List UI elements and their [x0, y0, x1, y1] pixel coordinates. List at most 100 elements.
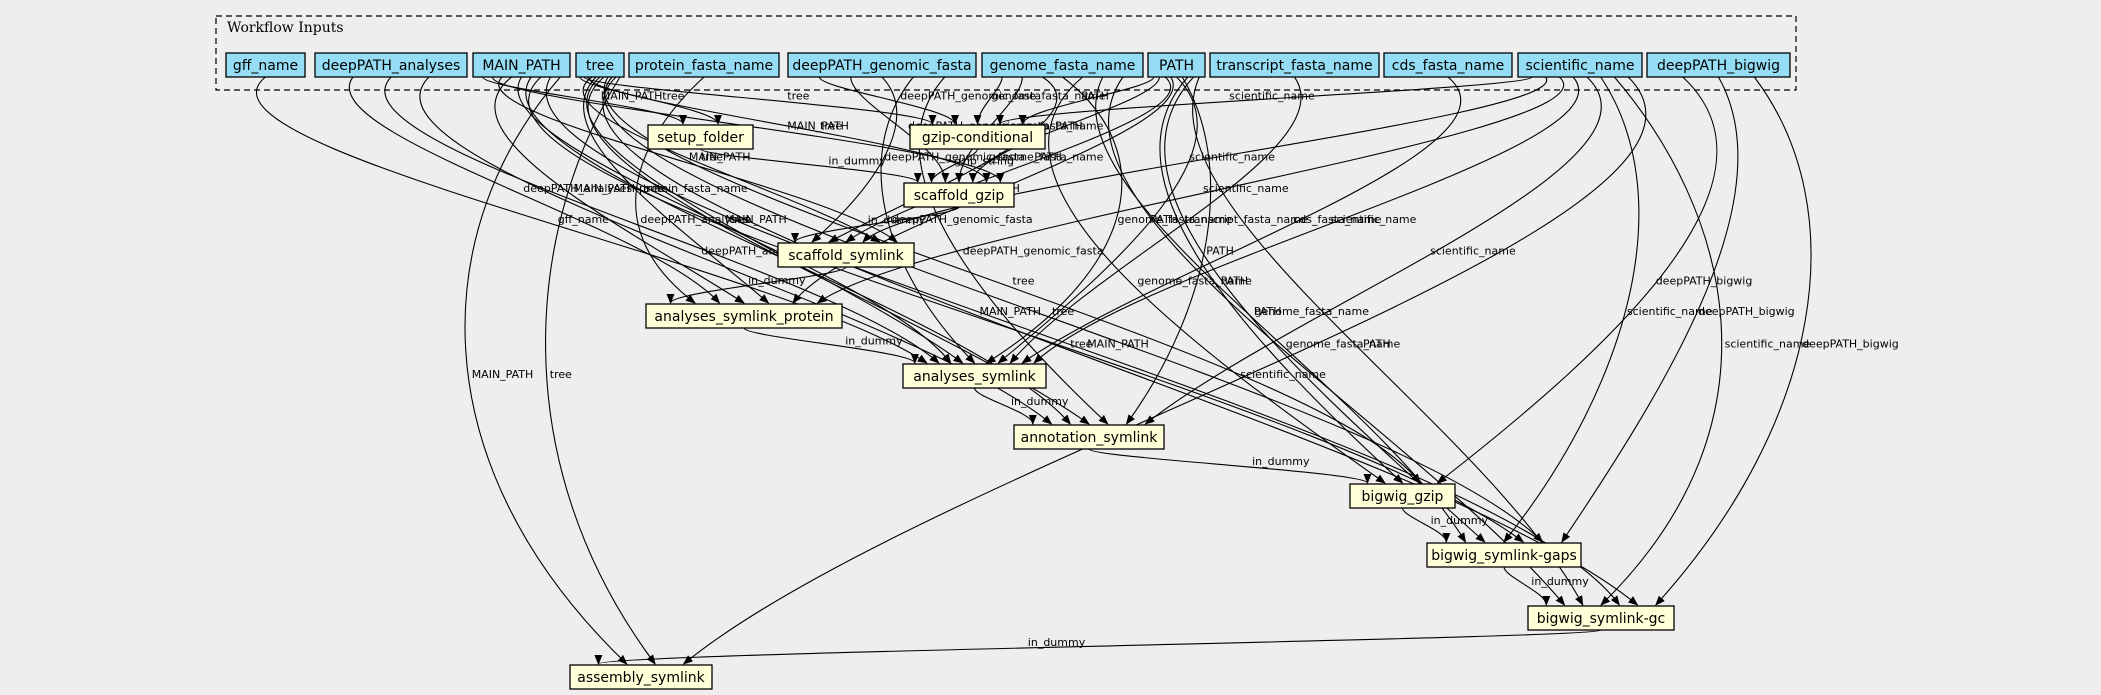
edge-label-genome_fasta_name-to-gzip_conditional: genome_fasta_name [991, 90, 1106, 103]
node-label: cds_fasta_name [1392, 58, 1504, 74]
node-label: bigwig_symlink-gc [1537, 611, 1666, 627]
edge-label-tree-to-bigwig_gzip: tree [1012, 275, 1034, 288]
node-label: MAIN_PATH [482, 58, 560, 74]
edges [255, 76, 1812, 665]
edge-label-scientific_name-to-analyses_symlink_protein: scientific_name [1203, 182, 1289, 195]
edge-tree-to-analyses_symlink_protein [583, 76, 770, 304]
step-node-bigwig_symlink_gaps[interactable]: bigwig_symlink-gaps [1426, 542, 1582, 568]
node-label: genome_fasta_name [990, 58, 1136, 74]
edge-bigwig_symlink_gaps-to-bigwig_symlink_gc [1503, 566, 1551, 606]
step-node-annotation_symlink[interactable]: annotation_symlink [1013, 424, 1165, 450]
edge-label-MAIN_PATH-to-analyses_symlink: MAIN_PATH [725, 213, 787, 226]
input-node-deepPATH_analyses[interactable]: deepPATH_analyses [314, 52, 468, 78]
node-box [647, 124, 754, 150]
input-node-MAIN_PATH[interactable]: MAIN_PATH [472, 52, 571, 78]
edge-label-scientific_name-to-scaffold_symlink: scientific_name [1189, 151, 1275, 164]
input-node-cds_fasta_name[interactable]: cds_fasta_name [1383, 52, 1513, 78]
edge-deepPATH_genomic_fasta-to-scaffold_gzip [850, 76, 950, 183]
node-label: scientific_name [1526, 58, 1635, 74]
node-label: deepPATH_genomic_fasta [792, 58, 971, 74]
edge-label-MAIN_PATH-to-bigwig_symlink_gc: MAIN_PATH [1087, 338, 1149, 351]
edge-label-PATH-to-analyses_symlink: PATH [1150, 213, 1178, 226]
edge-label-PATH-to-scaffold_gzip: PATH [1055, 120, 1083, 133]
edge-label-genome_fasta_name-to-scaffold_symlink: genome_fasta_name [989, 151, 1104, 164]
input-node-deepPATH_bigwig[interactable]: deepPATH_bigwig [1646, 52, 1791, 78]
edge-label-annotation_symlink-to-bigwig_gzip: in_dummy [1252, 455, 1310, 468]
input-node-tree[interactable]: tree [575, 52, 625, 78]
input-node-genome_fasta_name[interactable]: genome_fasta_name [981, 52, 1144, 78]
edge-MAIN_PATH-to-setup_folder [482, 76, 687, 125]
edge-genome_fasta_name-to-scaffold_symlink [828, 76, 1058, 243]
edge-label-deepPATH_genomic_fasta-to-gzip_conditional: deepPATH_genomic_fasta [900, 90, 1041, 103]
node-label: deepPATH_bigwig [1657, 58, 1780, 74]
input-node-scientific_name[interactable]: scientific_name [1517, 52, 1643, 78]
input-node-protein_fasta_name[interactable]: protein_fasta_name [628, 52, 780, 78]
edge-label-protein_fasta_name-to-analyses_symlink_protein: protein_fasta_name [639, 182, 748, 195]
node-box [628, 52, 780, 78]
node-box [575, 52, 625, 78]
workflow-inputs-cluster: Workflow Inputs [215, 15, 1797, 91]
node-label: bigwig_gzip [1362, 489, 1444, 505]
edge-label-tree-to-scaffold_symlink: tree [701, 151, 723, 164]
edge-scientific_name-to-bigwig_symlink_gaps [1503, 76, 1640, 543]
edge-transcript_fasta_name-to-analyses_symlink [1009, 76, 1302, 364]
input-node-transcript_fasta_name[interactable]: transcript_fasta_name [1209, 52, 1380, 78]
node-label: bigwig_symlink-gaps [1431, 548, 1577, 564]
edge-label-scaffold_gzip-to-scaffold_symlink: in_dummy [868, 214, 926, 227]
edge-label-PATH-to-annotation_symlink: PATH [1206, 244, 1234, 257]
input-node-PATH[interactable]: PATH [1147, 52, 1206, 78]
edge-tree-to-bigwig_gzip [603, 76, 1421, 484]
edge-label-tree-to-bigwig_symlink_gaps: tree [1052, 305, 1074, 318]
edge-label-MAIN_PATH-to-setup_folder: MAIN_PATH [601, 90, 663, 103]
edge-label-scaffold_symlink-to-analyses_symlink_protein: in_dummy [748, 274, 806, 287]
edge-PATH-to-scaffold_symlink [845, 76, 1172, 243]
node-box [777, 242, 915, 268]
step-node-assembly_symlink[interactable]: assembly_symlink [569, 664, 713, 690]
edge-PATH-to-gzip_conditional [1018, 76, 1155, 125]
edge-label-scientific_name-to-bigwig_symlink_gc: scientific_name [1725, 338, 1811, 351]
edge-label-MAIN_PATH-to-scaffold_gzip: MAIN_PATH [787, 120, 849, 133]
edge-label-deepPATH_bigwig-to-bigwig_symlink_gc: deepPATH_bigwig [1802, 338, 1899, 351]
step-node-bigwig_gzip[interactable]: bigwig_gzip [1349, 483, 1456, 509]
node-box [645, 303, 843, 329]
edge-label-analyses_symlink_protein-to-analyses_symlink: in_dummy [845, 335, 903, 348]
edge-label-MAIN_PATH-to-bigwig_symlink_gaps: MAIN_PATH [980, 305, 1042, 318]
step-node-setup_folder[interactable]: setup_folder [647, 124, 754, 150]
node-box [1646, 52, 1791, 78]
edge-deepPATH_genomic_fasta-to-annotation_symlink [918, 76, 1109, 425]
edge-deepPATH_analyses-to-analyses_symlink_protein [348, 76, 721, 304]
node-label: deepPATH_analyses [322, 58, 461, 74]
edge-label-gzip_conditional-to-scaffold_gzip: gzip_string [954, 155, 1014, 168]
edge-MAIN_PATH-to-analyses_symlink_protein [494, 76, 745, 304]
edge-tree-to-bigwig_symlink_gc [602, 76, 1639, 606]
input-node-gff_name[interactable]: gff_name [225, 52, 306, 78]
edge-label-MAIN_PATH-to-scaffold_symlink: MAIN_PATH [689, 151, 751, 164]
step-node-analyses_symlink_protein[interactable]: analyses_symlink_protein [645, 303, 843, 329]
edge-scientific_name-to-bigwig_symlink_gc [1600, 76, 1723, 606]
edge-PATH-to-bigwig_gzip [1159, 76, 1404, 484]
edge-label-PATH-to-bigwig_symlink_gaps: PATH [1254, 305, 1282, 318]
step-node-scaffold_gzip[interactable]: scaffold_gzip [903, 182, 1015, 208]
step-node-bigwig_symlink_gc[interactable]: bigwig_symlink-gc [1527, 605, 1675, 631]
step-node-gzip_conditional[interactable]: gzip-conditional [909, 124, 1046, 150]
node-label: scaffold_gzip [914, 188, 1005, 204]
edge-tree-to-assembly_symlink [545, 76, 656, 665]
node-box [909, 124, 1046, 150]
input-node-deepPATH_genomic_fasta[interactable]: deepPATH_genomic_fasta [787, 52, 977, 78]
step-node-analyses_symlink[interactable]: analyses_symlink [902, 363, 1047, 389]
node-box [787, 52, 977, 78]
edge-label-MAIN_PATH-to-assembly_symlink: MAIN_PATH [472, 368, 534, 381]
edge-label-PATH-to-scaffold_symlink: PATH [1034, 151, 1062, 164]
node-box [1517, 52, 1643, 78]
edge-MAIN_PATH-to-bigwig_symlink_gc [546, 76, 1620, 606]
edge-label-MAIN_PATH-to-analyses_symlink_protein: MAIN_PATH [574, 182, 636, 195]
step-node-scaffold_symlink[interactable]: scaffold_symlink [777, 242, 915, 268]
edge-deepPATH_genomic_fasta-to-scaffold_symlink [811, 76, 898, 243]
edge-scientific_name-to-scaffold_symlink [862, 76, 1548, 243]
edge-protein_fasta_name-to-analyses_symlink_protein [635, 76, 705, 304]
edge-label-cds_fasta_name-to-analyses_symlink: cds_fasta_name [1293, 213, 1382, 226]
node-label: analyses_symlink_protein [654, 309, 833, 325]
edge-genome_fasta_name-to-gzip_conditional [973, 76, 1003, 125]
